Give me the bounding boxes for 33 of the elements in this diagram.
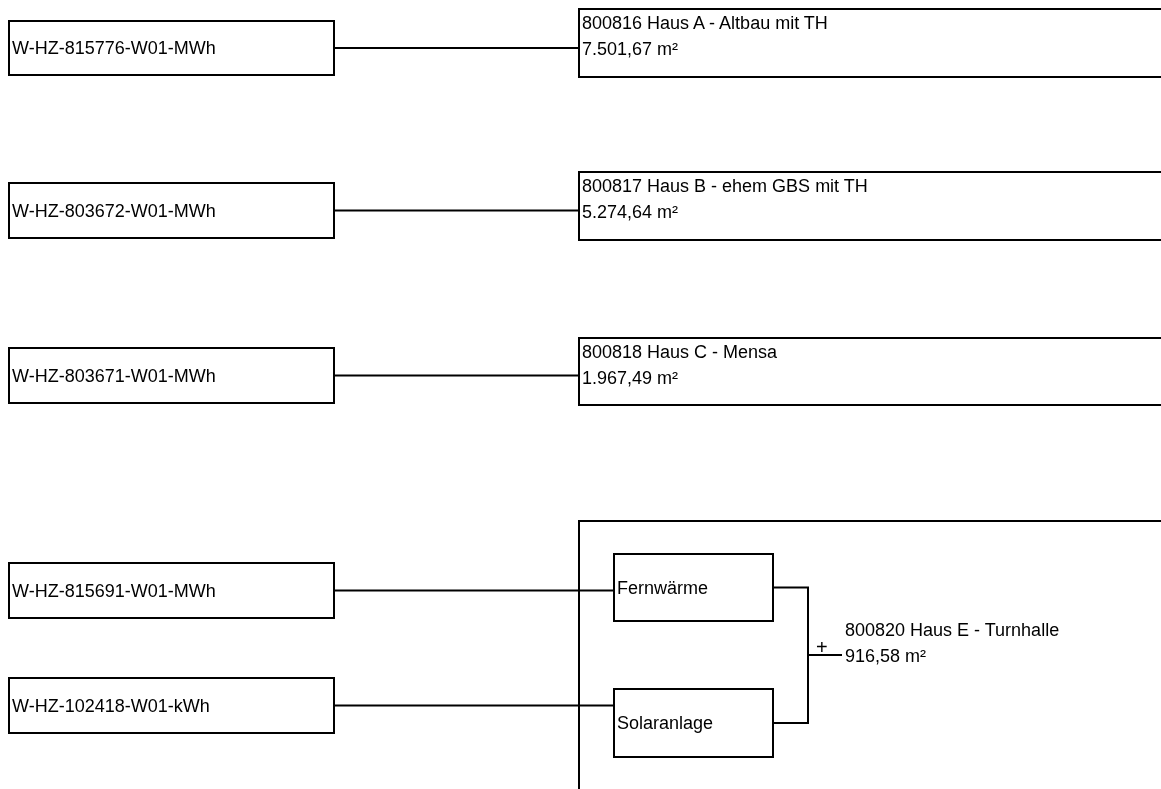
building-box xyxy=(578,337,1161,406)
connector-line xyxy=(334,589,614,592)
building-label: 800820 Haus E - Turnhalle xyxy=(845,619,1061,642)
meter-box xyxy=(8,562,335,619)
building-name: 800817 Haus B - ehem GBS mit TH xyxy=(582,175,869,198)
plus-sign: + xyxy=(816,636,828,659)
connector-line xyxy=(334,47,579,49)
meter-box xyxy=(613,688,774,758)
meter-box xyxy=(8,677,335,734)
box-label: Fernwärme xyxy=(617,576,710,600)
empty-box xyxy=(578,520,1161,789)
box-label: W-HZ-815776-W01-MWh xyxy=(12,37,217,60)
meter-box xyxy=(8,182,335,239)
area-value: 5.274,64 m² xyxy=(582,201,680,224)
area-value: 1.967,49 m² xyxy=(582,367,680,390)
box-label: W-HZ-102418-W01-kWh xyxy=(12,694,211,718)
connector-line xyxy=(773,654,843,724)
connector-line xyxy=(334,209,579,212)
connector-line xyxy=(334,374,579,377)
meter-box xyxy=(613,553,774,622)
building-box xyxy=(578,8,1161,78)
area-value: 7.501,67 m² xyxy=(582,38,680,61)
meter-box xyxy=(8,20,335,76)
box-label: W-HZ-803672-W01-MWh xyxy=(12,199,217,223)
box-label: W-HZ-803671-W01-MWh xyxy=(12,364,217,388)
building-box xyxy=(578,171,1161,241)
box-label: Solaranlage xyxy=(617,712,715,735)
box-label: W-HZ-815691-W01-MWh xyxy=(12,579,217,603)
meter-box xyxy=(8,347,335,404)
building-name: 800816 Haus A - Altbau mit TH xyxy=(582,12,829,35)
building-name: 800818 Haus C - Mensa xyxy=(582,341,779,364)
connector-line xyxy=(334,704,614,707)
area-label: 916,58 m² xyxy=(845,645,928,668)
